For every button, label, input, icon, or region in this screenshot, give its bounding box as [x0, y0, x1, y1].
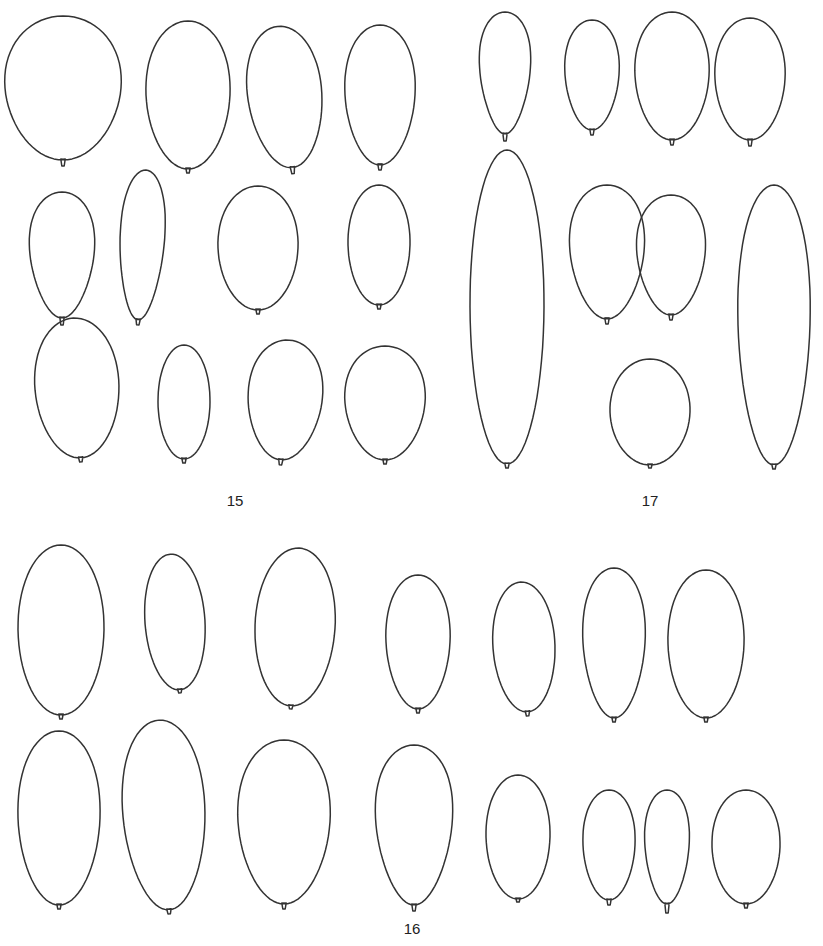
- specimen-outline: [470, 150, 544, 468]
- specimen-outline: [116, 169, 169, 326]
- specimen-outline: [238, 740, 331, 909]
- specimen-outline: [479, 12, 530, 141]
- specimen-outline: [118, 718, 210, 916]
- specimen-outline: [583, 568, 646, 722]
- specimen-outline: [31, 316, 123, 464]
- specimen-outline: [569, 185, 644, 324]
- specimen-outline: [5, 16, 122, 166]
- figure-number: 15: [225, 492, 246, 509]
- specimen-outline: [375, 745, 452, 911]
- specimen-outline: [712, 790, 780, 908]
- specimen-outline: [386, 575, 450, 713]
- specimen-outline: [610, 359, 690, 468]
- figure-number: 17: [640, 492, 661, 509]
- specimen-outline: [738, 185, 810, 469]
- specimen-outline: [251, 546, 339, 711]
- specimen-outline: [345, 25, 415, 170]
- specimen-outline: [345, 346, 426, 464]
- specimen-outline: [146, 21, 230, 173]
- specimen-outline: [486, 775, 550, 902]
- specimen-outline: [490, 580, 559, 717]
- specimen-outline: [140, 552, 210, 695]
- specimen-outline: [637, 195, 706, 320]
- specimen-outline: [243, 338, 326, 468]
- specimen-outline: [241, 23, 330, 178]
- specimen-outline: [18, 731, 100, 909]
- figure-number: 16: [402, 920, 423, 937]
- specimen-outline: [635, 12, 709, 145]
- specimen-outline: [668, 570, 744, 722]
- specimen-outline: [29, 192, 94, 325]
- specimen-outline: [158, 345, 210, 463]
- specimen-outline: [715, 18, 785, 146]
- specimen-outline: [18, 545, 104, 719]
- specimen-outline: [645, 790, 690, 913]
- specimen-outline: [348, 185, 410, 309]
- specimen-outline: [565, 20, 620, 135]
- specimen-outline: [218, 186, 298, 314]
- specimen-outline: [583, 790, 635, 905]
